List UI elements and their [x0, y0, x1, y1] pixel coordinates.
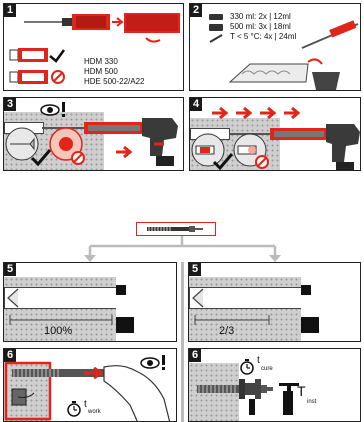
- injection-detail: [190, 132, 270, 171]
- working-time-symbol: t: [84, 399, 87, 410]
- dispenser-discard-illustration: [190, 32, 360, 91]
- curing-time-symbol: t: [257, 355, 260, 366]
- discard-amount-row: 330 ml: 2x | 12ml: [230, 12, 291, 21]
- anchor-rod-frame: [136, 222, 216, 236]
- fill-level-bars: [301, 277, 331, 337]
- fill-level-label: 100%: [44, 325, 72, 337]
- mixer-cartridge-icon: [4, 4, 184, 54]
- dimension-line: [8, 315, 118, 325]
- install-torque-symbol: T: [297, 383, 306, 399]
- discard-amount-row: 500 ml: 3x | 18ml: [230, 22, 291, 31]
- anchor-installed-illustration: [189, 349, 361, 422]
- step-number: 5: [4, 263, 16, 276]
- cartridge-type-label: HDM 500: [84, 67, 118, 76]
- step-2-panel: 2 330 ml: 2x | 12ml 500 ml: 3x | 18ml T …: [189, 3, 361, 91]
- hole-tip: [191, 287, 207, 309]
- hole-tip: [6, 287, 22, 309]
- threaded-rod-icon: [137, 223, 213, 235]
- cartridge-type-label: HDM 330: [84, 57, 118, 66]
- torque-t-icon: [279, 383, 299, 405]
- dimension-line: [193, 315, 303, 325]
- arrow-right-icon: [116, 146, 136, 158]
- step-5-full-panel: 5 100%: [3, 262, 177, 342]
- eye-exclamation-icon: [140, 355, 170, 375]
- fill-level-label: 2/3: [219, 325, 234, 337]
- cartridge-check-list: [8, 48, 88, 88]
- column-divider: [181, 262, 184, 422]
- step-number: 5: [189, 263, 201, 276]
- step-1-panel: 1 HDM 330 HDM 500 HDE 500-22/A22: [3, 3, 184, 91]
- curing-time-subscript: cure: [261, 366, 273, 372]
- step-3-panel: 3: [3, 97, 184, 171]
- working-time-subscript: work: [88, 409, 101, 415]
- install-torque-subscript: inst: [307, 399, 316, 405]
- hole-check-detail: [4, 126, 84, 170]
- step-6-work-panel: 6 t work: [3, 348, 177, 422]
- stopwatch-icon: [66, 401, 82, 417]
- stopwatch-icon: [239, 359, 255, 375]
- step-4-panel: 4: [189, 97, 361, 171]
- step-5-partial-panel: 5 2/3: [188, 262, 361, 342]
- fill-level-bars: [116, 277, 146, 337]
- step-number: 2: [190, 4, 202, 17]
- step-6-cure-panel: 6 t cure T inst: [188, 348, 361, 422]
- cartridge-type-label: HDE 500-22/A22: [84, 77, 144, 86]
